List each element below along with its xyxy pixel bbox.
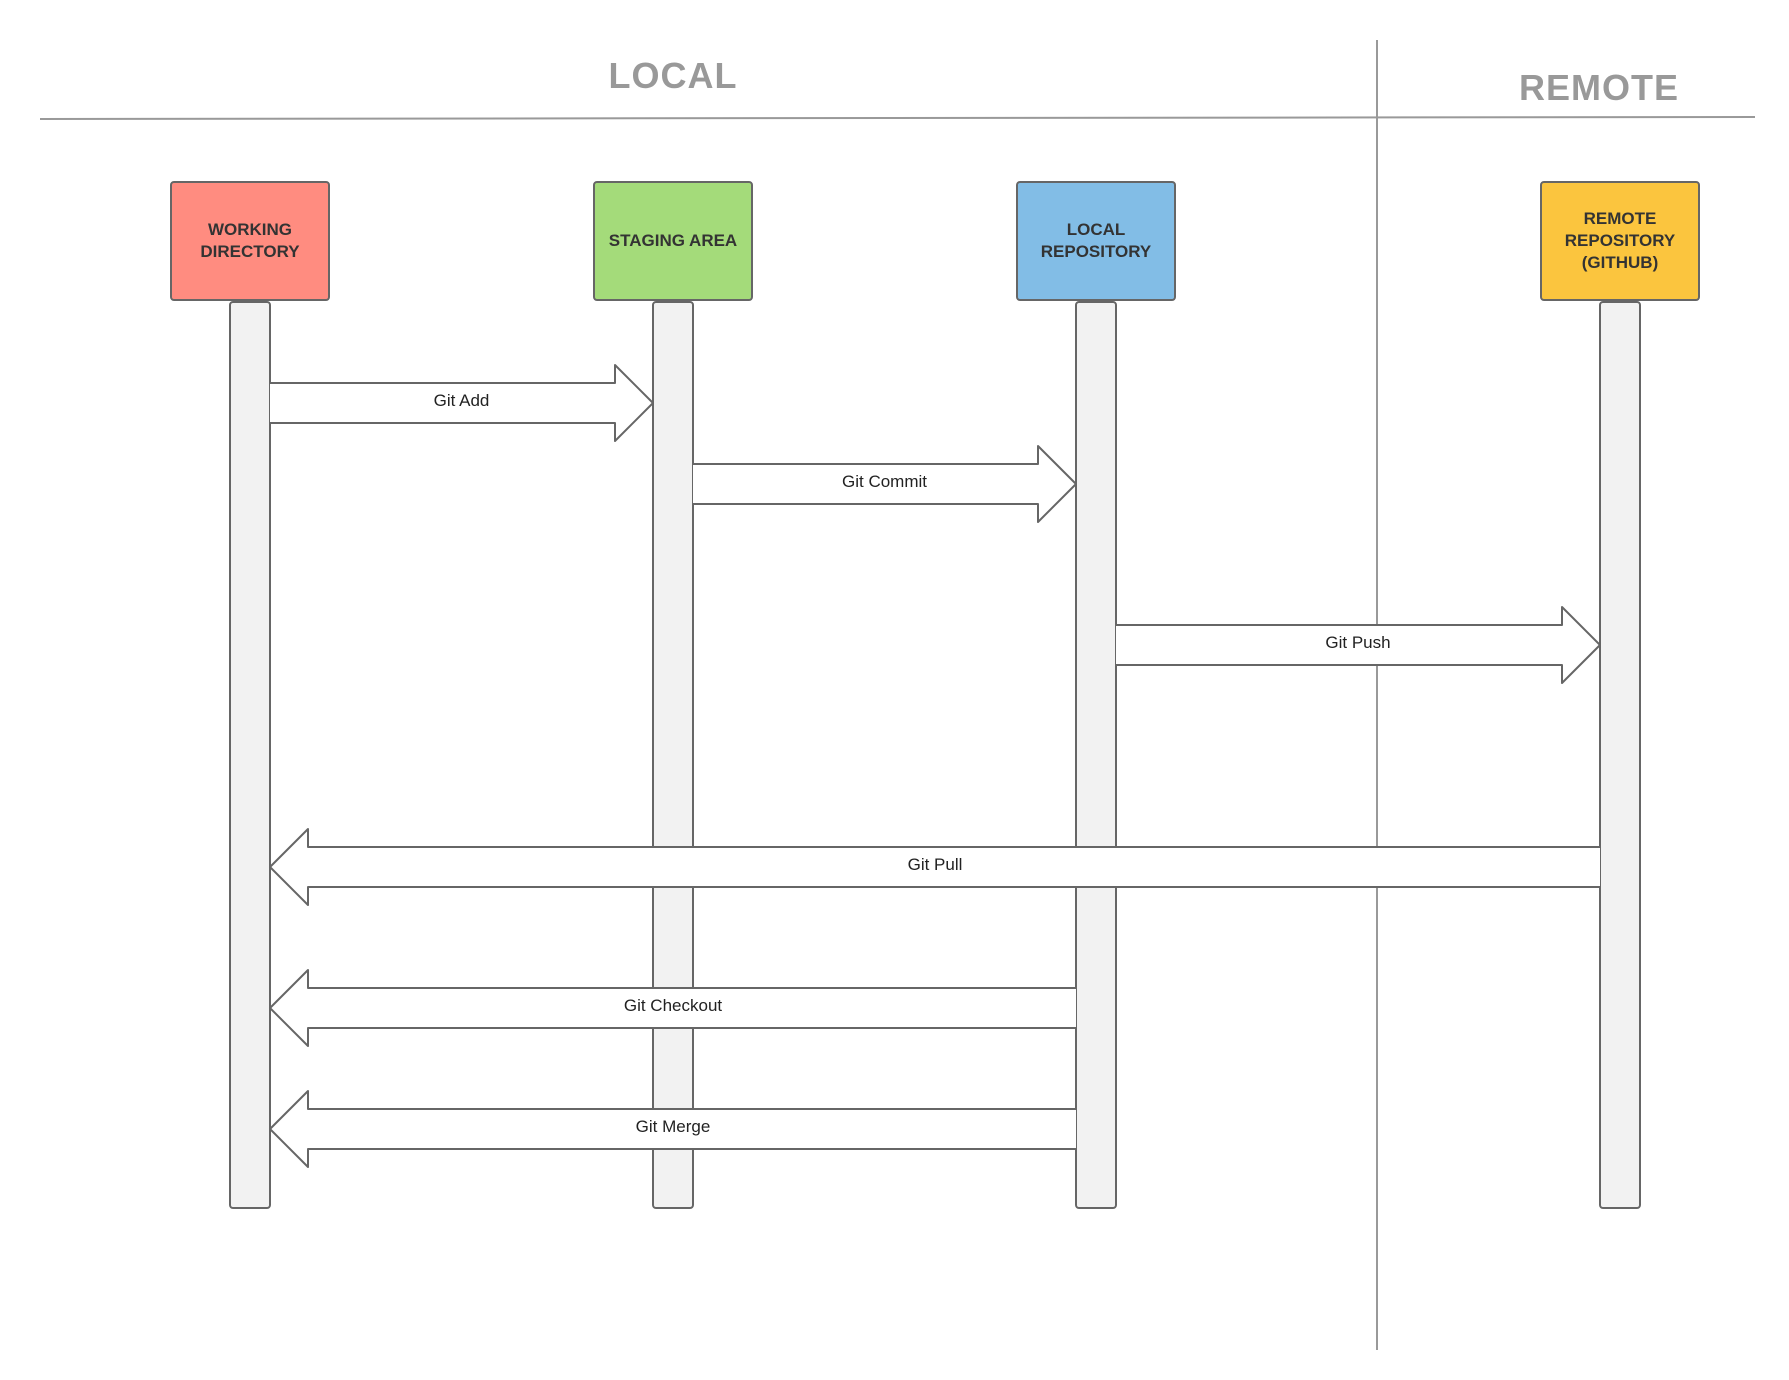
header-divider: [39, 116, 1756, 120]
node-remoterepo: REMOTE REPOSITORY (GITHUB): [1540, 181, 1700, 301]
lifeline-remoterepo: [1599, 301, 1641, 1209]
arrow-git-push: [1116, 606, 1601, 684]
message-arrows: [269, 364, 1601, 1168]
lifeline-staging: [652, 301, 694, 1209]
lifeline-working: [229, 301, 271, 1209]
lifelines: [229, 301, 1641, 1209]
arrow-git-merge: [269, 1090, 1076, 1168]
arrow-git-commit: [693, 445, 1077, 523]
arrow-label-git-add: Git Add: [433, 391, 490, 410]
arrow-label-git-checkout: Git Checkout: [623, 996, 723, 1015]
arrow-git-pull: [269, 828, 1600, 906]
node-working: WORKING DIRECTORY: [170, 181, 330, 301]
node-localrepo: LOCAL REPOSITORY: [1016, 181, 1176, 301]
arrow-git-checkout: [269, 969, 1076, 1047]
arrow-label-git-pull: Git Pull: [907, 855, 963, 874]
lifeline-localrepo: [1075, 301, 1117, 1209]
arrow-label-git-commit: Git Commit: [842, 472, 927, 491]
arrow-label-git-push: Git Push: [1325, 633, 1391, 652]
arrow-git-add: [270, 364, 654, 442]
arrow-label-git-merge: Git Merge: [635, 1117, 711, 1136]
node-staging: STAGING AREA: [593, 181, 753, 301]
remote-zone-title: REMOTE: [1518, 67, 1679, 108]
local-zone-title: LOCAL: [608, 55, 738, 96]
